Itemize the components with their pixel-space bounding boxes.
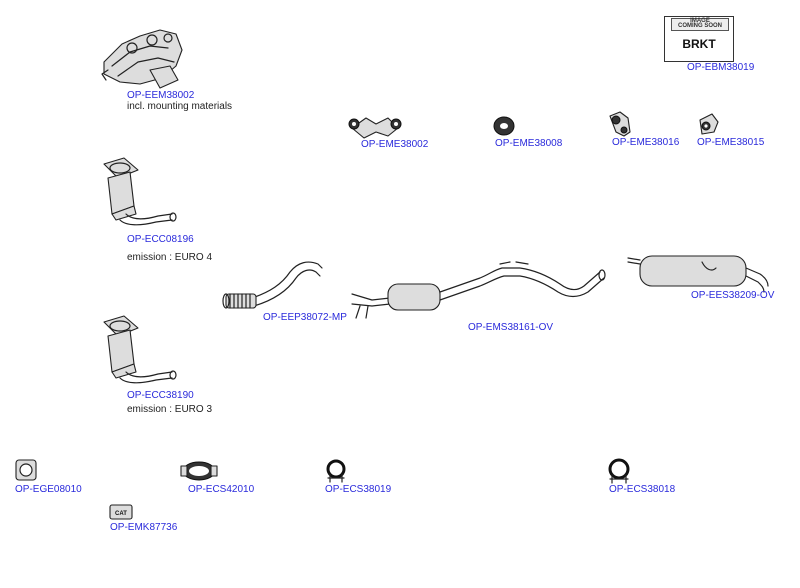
part-link-ems38161[interactable]: OP-EMS38161-OV	[468, 322, 554, 333]
part-link-eem38002[interactable]: OP-EEM38002	[127, 90, 195, 101]
badge-top-line1: IMAGE	[690, 18, 710, 24]
catalytic-converter-euro3[interactable]	[103, 315, 177, 384]
badge-text: BRKT	[682, 37, 716, 51]
rubber-mount-eme38015[interactable]	[699, 113, 719, 135]
brkt-badge[interactable]: IMAGE COMING SOON BRKT	[664, 16, 734, 62]
part-link-ebm38019[interactable]: OP-EBM38019	[687, 62, 755, 73]
front-pipe-part[interactable]	[222, 261, 323, 309]
catalytic-converter-euro4[interactable]	[103, 157, 177, 226]
part-link-ecs42010[interactable]: OP-ECS42010	[188, 484, 255, 495]
part-link-ege08010[interactable]: OP-EGE08010	[15, 484, 82, 495]
badge-top-line2: COMING SOON	[677, 23, 722, 29]
part-link-ecc08196[interactable]: OP-ECC08196	[127, 234, 194, 245]
clamp-ecs38018[interactable]	[608, 458, 630, 484]
part-link-emk87736[interactable]: OP-EMK87736	[110, 522, 178, 533]
part-link-eme38016[interactable]: OP-EME38016	[612, 137, 680, 148]
rubber-mount-eme38002[interactable]	[348, 117, 402, 139]
exhaust-manifold-part[interactable]	[101, 29, 183, 89]
part-link-ecs38019[interactable]: OP-ECS38019	[325, 484, 392, 495]
rubber-mount-eme38016[interactable]	[609, 111, 631, 137]
clamp-ecs38019[interactable]	[326, 459, 346, 483]
part-link-eme38002[interactable]: OP-EME38002	[361, 139, 429, 150]
rubber-mount-eme38008[interactable]	[493, 116, 515, 136]
middle-silencer-part[interactable]	[351, 261, 606, 319]
image-coming-soon-label: IMAGE COMING SOON	[671, 18, 729, 31]
part-link-eep38072[interactable]: OP-EEP38072-MP	[263, 312, 347, 323]
part-link-eme38008[interactable]: OP-EME38008	[495, 138, 563, 149]
part-note-ecc08196: emission : EURO 4	[127, 252, 213, 263]
part-link-ecc38190[interactable]: OP-ECC38190	[127, 390, 194, 401]
part-note-ecc38190: emission : EURO 3	[127, 404, 213, 415]
clamp-ecs42010[interactable]	[180, 461, 218, 481]
part-link-eme38015[interactable]: OP-EME38015	[697, 137, 765, 148]
kit-label: CAT	[115, 511, 127, 517]
rear-silencer-part[interactable]	[627, 255, 769, 293]
part-link-ecs38018[interactable]: OP-ECS38018	[609, 484, 676, 495]
part-note-eem38002: incl. mounting materials	[127, 101, 233, 112]
mounting-kit-part[interactable]: CAT	[109, 504, 133, 520]
part-link-ees38209[interactable]: OP-EES38209-OV	[691, 290, 775, 301]
gasket-part[interactable]	[15, 459, 37, 481]
